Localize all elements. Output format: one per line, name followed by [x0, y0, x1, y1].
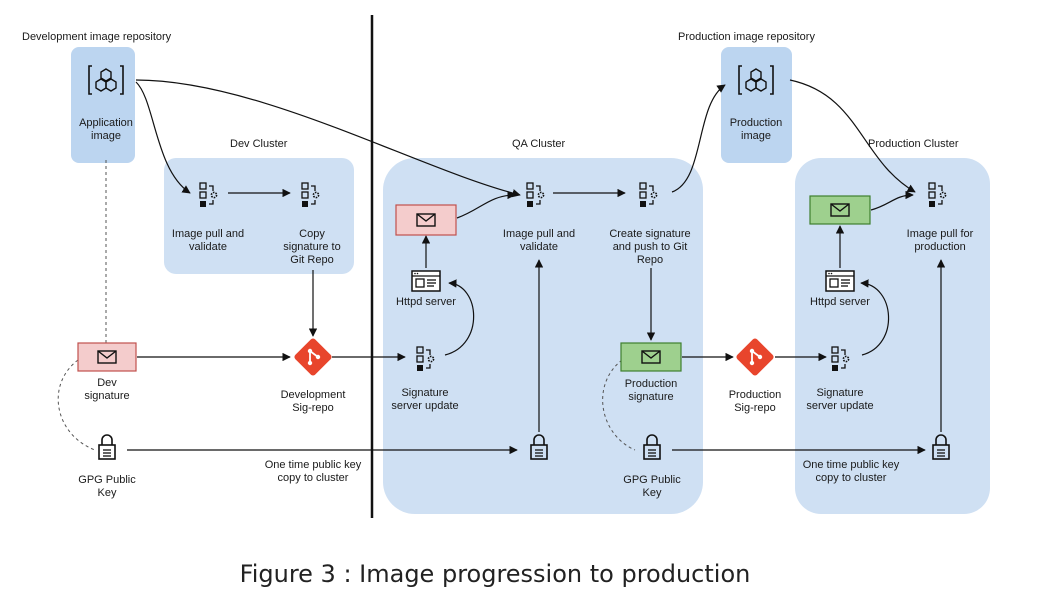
prod-gpg-label: GPG Public Key	[623, 474, 681, 499]
prod-repo-title: Production image repository	[678, 31, 815, 43]
edge-prod-update-to-httpd	[860, 279, 890, 356]
qa-pull-label: Image pull and validate	[502, 228, 576, 253]
dev-signature-label: Dev signature	[84, 377, 130, 402]
prod-key-copy-label: One time public key copy to cluster	[802, 459, 900, 484]
qa-create-sig-label: Create signature and push to Git Repo	[609, 228, 691, 266]
figure-caption: Figure 3 : Image progression to producti…	[239, 560, 751, 588]
qa-cluster-region	[383, 158, 703, 514]
prod-httpd-label: Httpd server	[810, 296, 870, 308]
prod-repo-region	[721, 47, 792, 163]
prod-cluster-envelope-icon	[809, 195, 871, 225]
dev-sig-repo-label: Development Sig-repo	[280, 389, 346, 414]
edge-prod-envelope-to-pull	[870, 190, 914, 211]
dev-gpg-lock-icon	[98, 434, 116, 460]
dev-pull-label: Image pull and validate	[171, 228, 245, 253]
prod-sig-update-label: Signature server update	[806, 387, 874, 412]
prod-httpd-icon	[825, 270, 855, 292]
prod-signature-label: Production signature	[624, 378, 678, 403]
edge-app-to-qa-pull	[135, 79, 521, 198]
dashed-prodsig-to-gpg	[602, 359, 636, 451]
dev-cluster-title: Dev Cluster	[230, 138, 288, 150]
dashed-devsig-to-gpg	[57, 359, 96, 451]
dev-signature-envelope-icon	[77, 342, 137, 372]
dev-repo-region	[71, 47, 135, 163]
app-image-label: Application image	[79, 117, 133, 142]
edge-qa-envelope-to-pull	[456, 190, 516, 219]
dev-cluster-region	[164, 158, 354, 274]
prod-sig-repo-git-icon	[734, 336, 776, 378]
qa-httpd-icon	[411, 270, 441, 292]
dev-repo-title: Development image repository	[22, 31, 172, 43]
prod-cluster-title: Production Cluster	[868, 138, 959, 150]
qa-signature-envelope-icon	[395, 204, 457, 236]
dev-gpg-label: GPG Public Key	[78, 474, 136, 499]
prod-sig-repo-label: Production Sig-repo	[728, 389, 782, 414]
edge-app-to-dev-pull	[135, 81, 191, 194]
prod-signature-envelope-icon	[620, 342, 682, 372]
qa-httpd-label: Httpd server	[396, 296, 456, 308]
dev-sig-repo-git-icon	[292, 336, 334, 378]
edge-qa-update-to-httpd	[444, 279, 475, 356]
edge-create-to-prod-image	[671, 84, 726, 193]
edge-prod-image-to-pull	[789, 79, 916, 193]
dev-key-copy-label: One time public key copy to cluster	[264, 459, 362, 484]
prod-image-label: Production image	[729, 117, 783, 142]
qa-sig-update-label: Signature server update	[391, 387, 459, 412]
prod-pull-label: Image pull for production	[906, 228, 974, 253]
dev-copy-label: Copy signature to Git Repo	[283, 228, 341, 266]
qa-cluster-title: QA Cluster	[512, 138, 566, 150]
